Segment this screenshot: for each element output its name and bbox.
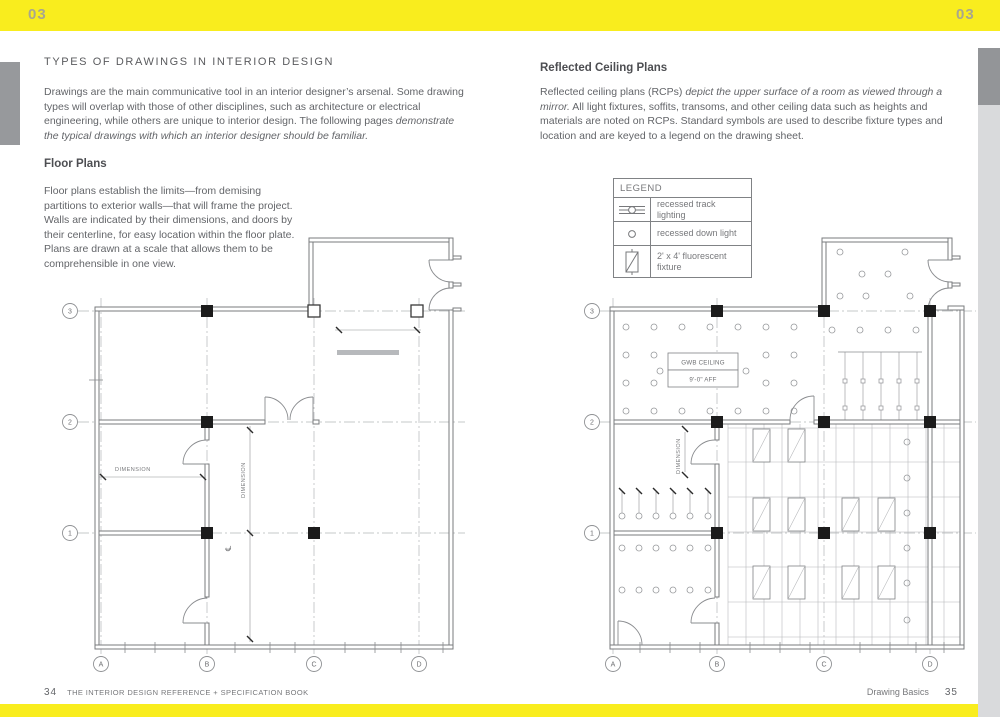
track-lighting-symbol bbox=[614, 198, 651, 221]
fluorescent-fixtures bbox=[752, 428, 896, 600]
column-grid-lines bbox=[78, 298, 465, 652]
dimension-label-horizontal: DIMENSION bbox=[115, 467, 151, 473]
grid-row-label: 3 bbox=[68, 309, 72, 316]
grid-col-label: D bbox=[416, 662, 421, 669]
top-accent-bar: 03 03 bbox=[0, 0, 1000, 31]
wall-ticks bbox=[639, 642, 945, 653]
dimension-annotations: DIMENSION bbox=[676, 425, 689, 479]
centerline-symbol: ℄ bbox=[224, 545, 233, 551]
grid-row-label: 1 bbox=[590, 531, 594, 538]
subsection-title-rcp: Reflected Ceiling Plans bbox=[540, 62, 668, 74]
page-number-right: 35 bbox=[944, 687, 958, 698]
left-edge-tab bbox=[0, 62, 20, 145]
rcp-legend: LEGEND recessed track lighting recessed … bbox=[613, 178, 752, 278]
page-number-left: 34 bbox=[44, 687, 58, 698]
ceiling-tag-height: 9'-0" AFF bbox=[689, 377, 716, 384]
grid-col-label: D bbox=[927, 662, 932, 669]
right-page-edge bbox=[978, 105, 1000, 717]
dimension-label-vertical: DIMENSION bbox=[676, 438, 682, 474]
section-intro: Drawings are the main communicative tool… bbox=[44, 85, 468, 143]
down-light-symbol bbox=[614, 222, 651, 245]
right-edge-tab bbox=[978, 48, 1000, 105]
structural-columns bbox=[711, 305, 936, 539]
rcp-intro-italic: depict the upper surface of a room as vi… bbox=[540, 86, 943, 113]
grid-bubbles: 3 2 1 A B C D bbox=[584, 303, 938, 672]
grid-col-label: C bbox=[311, 662, 316, 669]
recessed-down-lights bbox=[618, 248, 920, 624]
ceiling-tag-material: GWB CEILING bbox=[681, 360, 724, 367]
fluorescent-fixture-symbol bbox=[614, 246, 651, 277]
legend-row-fluorescent: 2' x 4' fluorescent fixture bbox=[614, 246, 751, 277]
intro-text: Drawings are the main communicative tool… bbox=[44, 86, 464, 127]
rcp-intro-text2: All light fixtures, soffits, transoms, a… bbox=[540, 100, 943, 142]
section-title: TYPES OF DRAWINGS IN INTERIOR DESIGN bbox=[44, 56, 335, 68]
recessed-track-lighting bbox=[618, 487, 712, 520]
walls bbox=[609, 237, 965, 650]
grid-col-label: A bbox=[99, 662, 104, 669]
legend-label: 2' x 4' fluorescent fixture bbox=[657, 250, 727, 272]
wall-ticks bbox=[89, 379, 444, 653]
structural-columns bbox=[201, 304, 424, 539]
walls bbox=[94, 237, 462, 650]
chapter-number-right: 03 bbox=[956, 6, 975, 23]
grid-col-label: C bbox=[821, 662, 826, 669]
floor-plans-body: Floor plans establish the limits—from de… bbox=[44, 185, 295, 270]
grid-col-label: A bbox=[611, 662, 616, 669]
ceiling-height-tag: GWB CEILING 9'-0" AFF bbox=[667, 352, 739, 388]
linear-fixtures bbox=[838, 351, 922, 420]
doors bbox=[182, 259, 452, 624]
grid-row-label: 1 bbox=[68, 531, 72, 538]
legend-label: recessed down light bbox=[657, 228, 737, 238]
rcp-intro: Reflected ceiling plans (RCPs) depict th… bbox=[540, 85, 972, 143]
legend-label: recessed track lighting bbox=[657, 198, 716, 220]
bottom-accent-bar bbox=[0, 704, 978, 717]
grid-row-label: 3 bbox=[590, 309, 594, 316]
section-name: Drawing Basics bbox=[866, 687, 929, 697]
subsection-title-floor-plans: Floor Plans bbox=[44, 158, 107, 170]
grid-col-label: B bbox=[715, 662, 720, 669]
legend-row-down-light: recessed down light bbox=[614, 222, 751, 246]
grid-col-label: B bbox=[205, 662, 210, 669]
chapter-number-left: 03 bbox=[28, 6, 47, 23]
floor-plan-drawing: DIMENSION DIMENSION ℄ 3 2 1 A bbox=[62, 237, 465, 672]
grid-row-label: 2 bbox=[590, 420, 594, 427]
dimension-label-vertical: DIMENSION bbox=[241, 462, 247, 498]
dimension-annotations: DIMENSION DIMENSION ℄ bbox=[99, 326, 421, 643]
right-footer: Drawing Basics 35 bbox=[700, 682, 958, 700]
grid-bubbles: 3 2 1 A B C D bbox=[62, 303, 427, 672]
legend-title: LEGEND bbox=[614, 179, 751, 198]
reflected-ceiling-plan-drawing: GWB CEILING 9'-0" AFF DIMENSION 3 2 1 A … bbox=[584, 237, 976, 672]
doors bbox=[617, 259, 951, 646]
left-footer: 34 THE INTERIOR DESIGN REFERENCE + SPECIF… bbox=[44, 682, 308, 700]
book-title: THE INTERIOR DESIGN REFERENCE + SPECIFIC… bbox=[67, 688, 309, 697]
legend-row-track-lighting: recessed track lighting bbox=[614, 198, 751, 222]
grid-row-label: 2 bbox=[68, 420, 72, 427]
intro-text-italic: demonstrate the typical drawings with wh… bbox=[44, 115, 455, 142]
rcp-intro-text1: Reflected ceiling plans (RCPs) bbox=[540, 86, 686, 98]
